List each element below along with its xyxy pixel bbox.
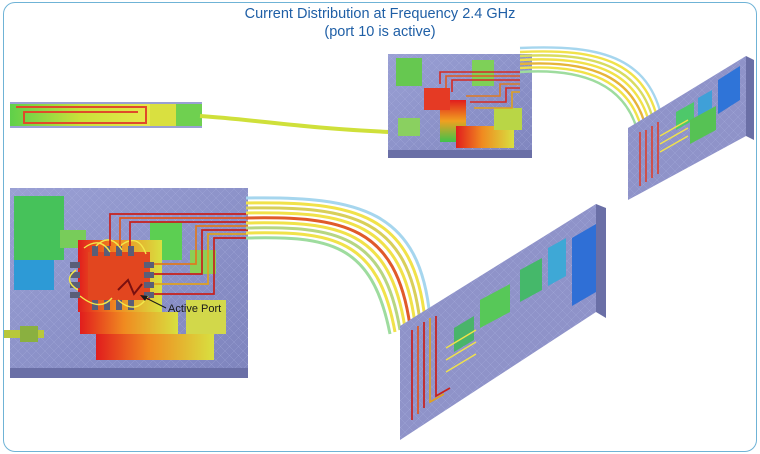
small-board	[388, 54, 532, 158]
main-ribbon-cable	[245, 196, 432, 335]
title-line-1: Current Distribution at Frequency 2.4 GH…	[244, 6, 516, 22]
feed-cable	[199, 114, 391, 134]
lower-receiver-board	[400, 204, 606, 440]
active-port-marker	[117, 278, 167, 309]
main-board	[4, 188, 248, 378]
figure-title: Current Distribution at Frequency 2.4 GH…	[0, 5, 760, 41]
active-port-label: Active Port	[168, 303, 221, 315]
antenna-board	[10, 102, 202, 128]
top-ribbon-cable	[519, 46, 666, 143]
upper-receiver-board	[628, 56, 754, 200]
title-line-2: (port 10 is active)	[324, 24, 436, 40]
